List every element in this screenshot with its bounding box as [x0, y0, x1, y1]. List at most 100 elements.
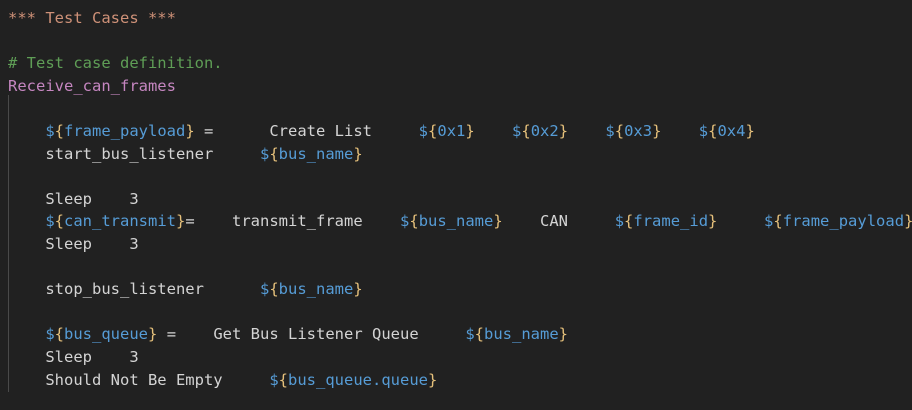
code-token: Sleep 3 [8, 347, 139, 366]
code-token: } [558, 325, 569, 344]
code-line[interactable]: stop_bus_listener ${bus_name} [0, 278, 912, 301]
code-content[interactable]: *** Test Cases *** # Test case definitio… [0, 0, 912, 391]
code-token: { [269, 144, 279, 163]
code-token: } [353, 280, 363, 299]
code-token: } [176, 212, 186, 231]
code-line[interactable] [0, 256, 912, 279]
code-token: { [773, 212, 783, 231]
code-token: { [521, 121, 531, 140]
code-token [8, 212, 45, 230]
code-line[interactable]: Sleep 3 [0, 233, 912, 256]
code-line[interactable]: *** Test Cases *** [0, 7, 912, 30]
code-token [661, 122, 698, 140]
code-token [717, 212, 764, 230]
code-token: } [185, 121, 195, 140]
code-line[interactable]: start_bus_listener ${bus_name} [0, 143, 912, 166]
code-token: } [465, 121, 475, 140]
code-token: $ [45, 325, 55, 344]
code-token [419, 325, 466, 343]
code-token: can_transmit [64, 212, 176, 231]
code-line[interactable]: ${bus_queue} = Get Bus Listener Queue ${… [0, 323, 912, 346]
code-token [223, 371, 270, 389]
code-line[interactable] [0, 301, 912, 324]
code-token: 0x4 [717, 121, 746, 140]
code-line[interactable] [0, 97, 912, 120]
code-token: $ [259, 280, 270, 299]
code-token: bus_queue [64, 325, 149, 344]
code-token: { [54, 325, 65, 344]
code-token [8, 122, 45, 140]
code-token: frame_payload [64, 121, 186, 140]
code-token [475, 122, 512, 140]
code-token: { [278, 370, 288, 389]
code-token: stop_bus_listener [8, 280, 204, 299]
code-token: $ [45, 121, 55, 140]
code-token: bus_name [418, 212, 494, 231]
code-line[interactable]: Should Not Be Empty ${bus_queue.queue} [0, 369, 912, 392]
code-token: } [493, 212, 503, 231]
code-token: frame_id [633, 212, 709, 231]
code-token: $ [259, 144, 270, 163]
code-token: } [745, 121, 755, 140]
code-token: bus_name [484, 325, 559, 344]
code-token [213, 145, 260, 163]
code-token: Should Not Be Empty [8, 370, 223, 389]
code-token: start_bus_listener [8, 144, 214, 163]
code-token: *** Test Cases *** [8, 9, 176, 27]
code-line[interactable]: # Test case definition. [0, 52, 912, 75]
code-token: Create List [222, 121, 372, 140]
code-token: $ [465, 325, 475, 344]
code-token: bus_name [278, 144, 354, 163]
code-token: 0x1 [437, 121, 466, 140]
code-line[interactable] [0, 165, 912, 188]
code-token: frame_payload [782, 212, 905, 231]
code-token: } [148, 325, 158, 344]
code-token: } [353, 144, 363, 163]
code-token [568, 212, 615, 230]
code-token: { [428, 121, 438, 140]
code-line[interactable]: ${can_transmit}= transmit_frame ${bus_na… [0, 210, 912, 233]
code-token: CAN [502, 212, 569, 231]
code-line[interactable] [0, 30, 912, 53]
code-token: { [474, 325, 485, 344]
code-token: Sleep 3 [8, 189, 139, 208]
code-line[interactable]: Receive_can_frames [0, 75, 912, 98]
code-token: bus_queue.queue [288, 370, 428, 389]
code-token: } [427, 370, 438, 389]
code-line[interactable]: Sleep 3 [0, 346, 912, 369]
code-token: = [185, 212, 195, 231]
code-token: $ [45, 212, 55, 231]
code-token: { [614, 121, 625, 140]
code-token: Sleep 3 [8, 234, 139, 253]
code-token: { [409, 212, 419, 231]
code-token: { [708, 121, 718, 140]
code-line[interactable]: Sleep 3 [0, 188, 912, 211]
code-token: } [708, 212, 718, 231]
code-token: 0x3 [624, 121, 653, 140]
code-token: $ [269, 370, 279, 389]
code-token: Receive_can_frames [8, 76, 176, 95]
code-token [363, 212, 400, 230]
code-token: $ [764, 212, 774, 231]
code-token: $ [605, 121, 615, 140]
code-token [568, 122, 605, 140]
code-token: transmit_frame [194, 212, 363, 231]
code-token [8, 325, 45, 343]
indentation-guide-line [8, 95, 9, 392]
code-token: $ [512, 121, 522, 140]
code-token: $ [400, 212, 410, 231]
code-token: 0x2 [530, 121, 559, 140]
code-token: Get Bus Listener Queue [185, 325, 419, 344]
code-token: $ [614, 212, 625, 231]
code-token: } [558, 121, 569, 140]
code-token: } [904, 212, 912, 230]
code-token: $ [698, 121, 709, 140]
code-token: { [54, 121, 65, 140]
code-token: = [157, 325, 186, 344]
code-line[interactable]: ${frame_payload} = Create List ${0x1} ${… [0, 120, 912, 143]
code-token: bus_name [278, 280, 354, 299]
code-token: { [269, 280, 279, 299]
code-token: } [652, 121, 662, 140]
code-token: { [54, 212, 65, 231]
